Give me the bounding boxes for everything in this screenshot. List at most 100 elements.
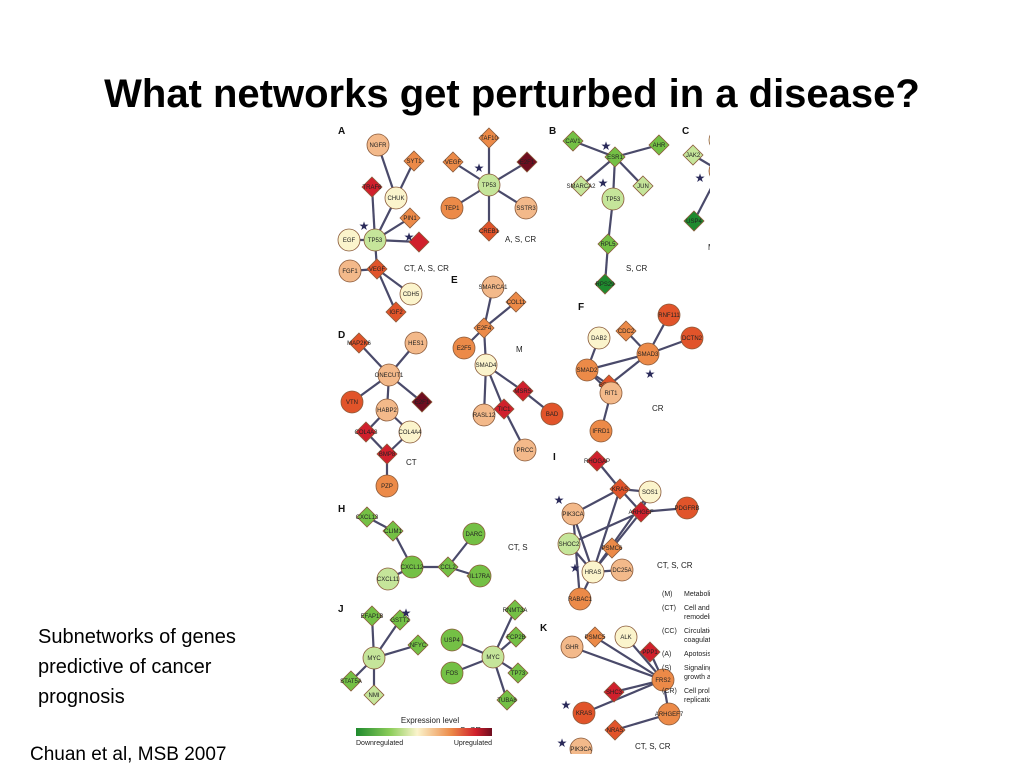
gene-node-circle	[587, 326, 611, 350]
gene-node: SOS1	[638, 480, 662, 504]
gene-node-diamond	[505, 626, 527, 648]
gene-node: TP53	[601, 187, 625, 211]
gene-node: PTK2B	[708, 134, 710, 146]
gene-node: CXCL11	[376, 567, 400, 591]
gene-label: CLIM1	[384, 529, 402, 535]
gene-label: PRCC	[516, 448, 534, 454]
gene-label: PPP1	[642, 650, 658, 656]
network-edge	[591, 488, 622, 573]
gene-node: NGFR	[366, 133, 390, 157]
gene-label: COL11	[507, 300, 526, 306]
gene-label: CXCL13	[356, 515, 379, 521]
gene-node: DARC	[462, 522, 486, 546]
gene-node: PSMC5	[584, 626, 606, 648]
gene-label: E2F1	[415, 400, 430, 406]
gene-node-circle	[340, 390, 364, 414]
star-marker-icon: ★	[598, 176, 609, 190]
gene-node: NFYC	[407, 634, 429, 656]
gene-node-circle	[337, 228, 361, 252]
gene-node-diamond	[648, 134, 670, 156]
expression-legend-high: Upregulated	[454, 740, 492, 747]
gene-node: CAV1	[562, 130, 584, 152]
gene-label: DAB2	[591, 336, 607, 342]
star-marker-icon: ★	[570, 561, 581, 575]
gene-label: PSMC5	[585, 635, 606, 641]
gene-label: SHOC2	[559, 542, 580, 548]
gene-label: PIK3CA	[562, 512, 583, 518]
gene-label: TP53	[368, 238, 383, 244]
gene-node: DCTN2	[680, 326, 704, 350]
gene-node-circle	[561, 502, 585, 526]
gene-node: SHC3	[603, 681, 625, 703]
gene-node-diamond	[496, 689, 518, 711]
slide-title: What networks get perturbed in a disease…	[104, 72, 920, 116]
gene-node: FRS2	[651, 668, 675, 692]
gene-node-diamond	[408, 231, 430, 253]
gene-node: JAK2	[682, 144, 704, 166]
gene-node-circle	[399, 282, 423, 306]
star-marker-icon: ★	[554, 493, 565, 507]
category-annotation: CR	[652, 404, 664, 413]
star-marker-icon: ★	[695, 171, 706, 185]
gene-node-diamond	[399, 207, 421, 229]
gene-label: JUN	[637, 184, 649, 190]
gene-node-circle	[513, 438, 537, 462]
gene-node: HRAS	[581, 560, 605, 584]
gene-node-circle	[675, 496, 699, 520]
gene-node-circle	[614, 625, 638, 649]
gene-node: RNF111	[657, 303, 681, 327]
gene-node-diamond	[385, 301, 407, 323]
gene-node-diamond	[570, 175, 592, 197]
gene-label: ARHGEF	[628, 510, 653, 516]
gene-node: RNMT3A	[503, 599, 527, 621]
gene-node-circle	[398, 420, 422, 444]
gene-node-circle	[376, 567, 400, 591]
gene-label: IL17RA	[470, 574, 490, 580]
star-markers: ★★★★★★★★★★★★★★★	[359, 139, 706, 750]
gene-node-diamond	[604, 146, 626, 168]
category-code: (CT)	[662, 605, 676, 612]
gene-node-diamond	[597, 233, 619, 255]
gene-node-diamond	[389, 609, 411, 631]
gene-label: KRAS	[576, 711, 592, 717]
gene-node-circle	[377, 363, 401, 387]
gene-label: TAF10	[480, 136, 498, 142]
gene-label: IGF2	[389, 310, 403, 316]
gene-label: AHR	[653, 143, 666, 149]
gene-node: IGF2	[385, 301, 407, 323]
gene-label: STAT5A	[340, 679, 362, 685]
category-code: (CC)	[662, 628, 677, 635]
gene-node-circle	[601, 187, 625, 211]
gene-label: TEP1	[444, 206, 460, 212]
gene-node-diamond	[361, 605, 383, 627]
gene-node: VTN	[340, 390, 364, 414]
gene-label: NGFR	[370, 143, 388, 149]
gene-label: PIN1	[403, 216, 417, 222]
gene-node-circle	[477, 173, 501, 197]
gene-label: EFAP1B	[361, 614, 384, 620]
gene-node: ERBB2	[708, 165, 710, 177]
gene-node-circle	[708, 134, 710, 146]
panel-letter: K	[540, 623, 548, 634]
gene-node-diamond	[683, 210, 705, 232]
gene-label: MAP2K6	[347, 341, 371, 347]
gene-label: RHOGAP	[584, 459, 610, 465]
gene-node: CDH5	[399, 282, 423, 306]
gene-node-circle	[481, 645, 505, 669]
gene-node: NMI	[363, 684, 385, 706]
gene-label: TIC1	[497, 407, 511, 413]
gene-node: IFRD1	[589, 419, 613, 443]
gene-node-circle	[657, 702, 681, 726]
gene-label: SMAD4	[476, 363, 497, 369]
gene-label: EGF	[343, 238, 356, 244]
gene-label: DARC	[465, 532, 483, 538]
slide-caption: Subnetworks of genes predictive of cance…	[38, 626, 236, 708]
gene-node-diamond	[407, 634, 429, 656]
gene-node: CDC2	[615, 320, 637, 342]
gene-node-diamond	[504, 599, 526, 621]
network-edge	[592, 511, 642, 573]
gene-label: GHR	[565, 645, 579, 651]
gene-node: BMP8	[376, 443, 398, 465]
gene-node: TEP1	[440, 196, 464, 220]
